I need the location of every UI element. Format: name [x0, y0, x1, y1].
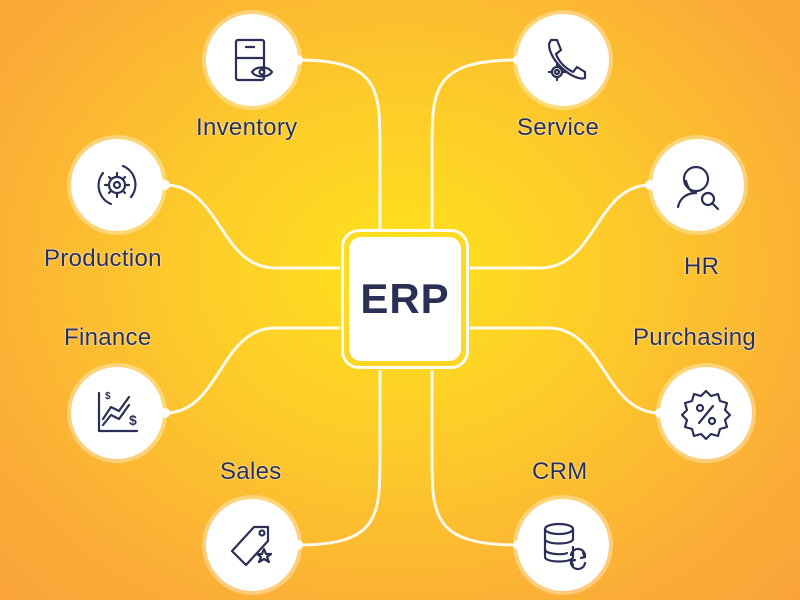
- connector-sales: [297, 370, 382, 547]
- label-sales: Sales: [220, 458, 282, 485]
- connector-production: [164, 183, 340, 270]
- dollar-growth-chart-icon: $ $: [97, 391, 139, 433]
- node-finance: $ $: [71, 367, 163, 459]
- database-sync-icon: [543, 522, 587, 571]
- phone-gear-icon: [547, 38, 587, 82]
- connector-finance: [164, 326, 340, 415]
- label-finance: Finance: [64, 324, 152, 351]
- svg-text:$: $: [105, 391, 111, 402]
- connector-purchasing: [470, 326, 661, 415]
- connector-hr: [470, 183, 651, 270]
- erp-hub: ERP: [349, 237, 461, 361]
- node-hr: [652, 139, 744, 231]
- label-inventory: Inventory: [196, 114, 298, 141]
- node-production: [71, 139, 163, 231]
- node-crm: [517, 499, 609, 591]
- node-inventory: [206, 14, 298, 106]
- file-cabinet-eye-icon: [234, 38, 274, 82]
- label-crm: CRM: [532, 458, 588, 485]
- label-service: Service: [517, 114, 600, 141]
- label-hr: HR: [684, 253, 720, 280]
- label-production: Production: [44, 245, 162, 272]
- node-sales: [206, 499, 298, 591]
- node-service: [517, 14, 609, 106]
- connector-service: [430, 58, 519, 230]
- node-purchasing: [660, 367, 752, 459]
- price-tag-star-icon: [230, 525, 273, 567]
- connector-crm: [430, 370, 519, 547]
- user-search-icon: [676, 165, 720, 211]
- erp-hub-label: ERP: [360, 275, 450, 322]
- label-purchasing: Purchasing: [633, 324, 757, 351]
- svg-text:$: $: [129, 412, 137, 428]
- gear-cycle-icon: [97, 164, 137, 206]
- erp-hub-frame: [341, 229, 469, 369]
- discount-badge-icon: [680, 389, 732, 441]
- connector-inventory: [297, 58, 382, 230]
